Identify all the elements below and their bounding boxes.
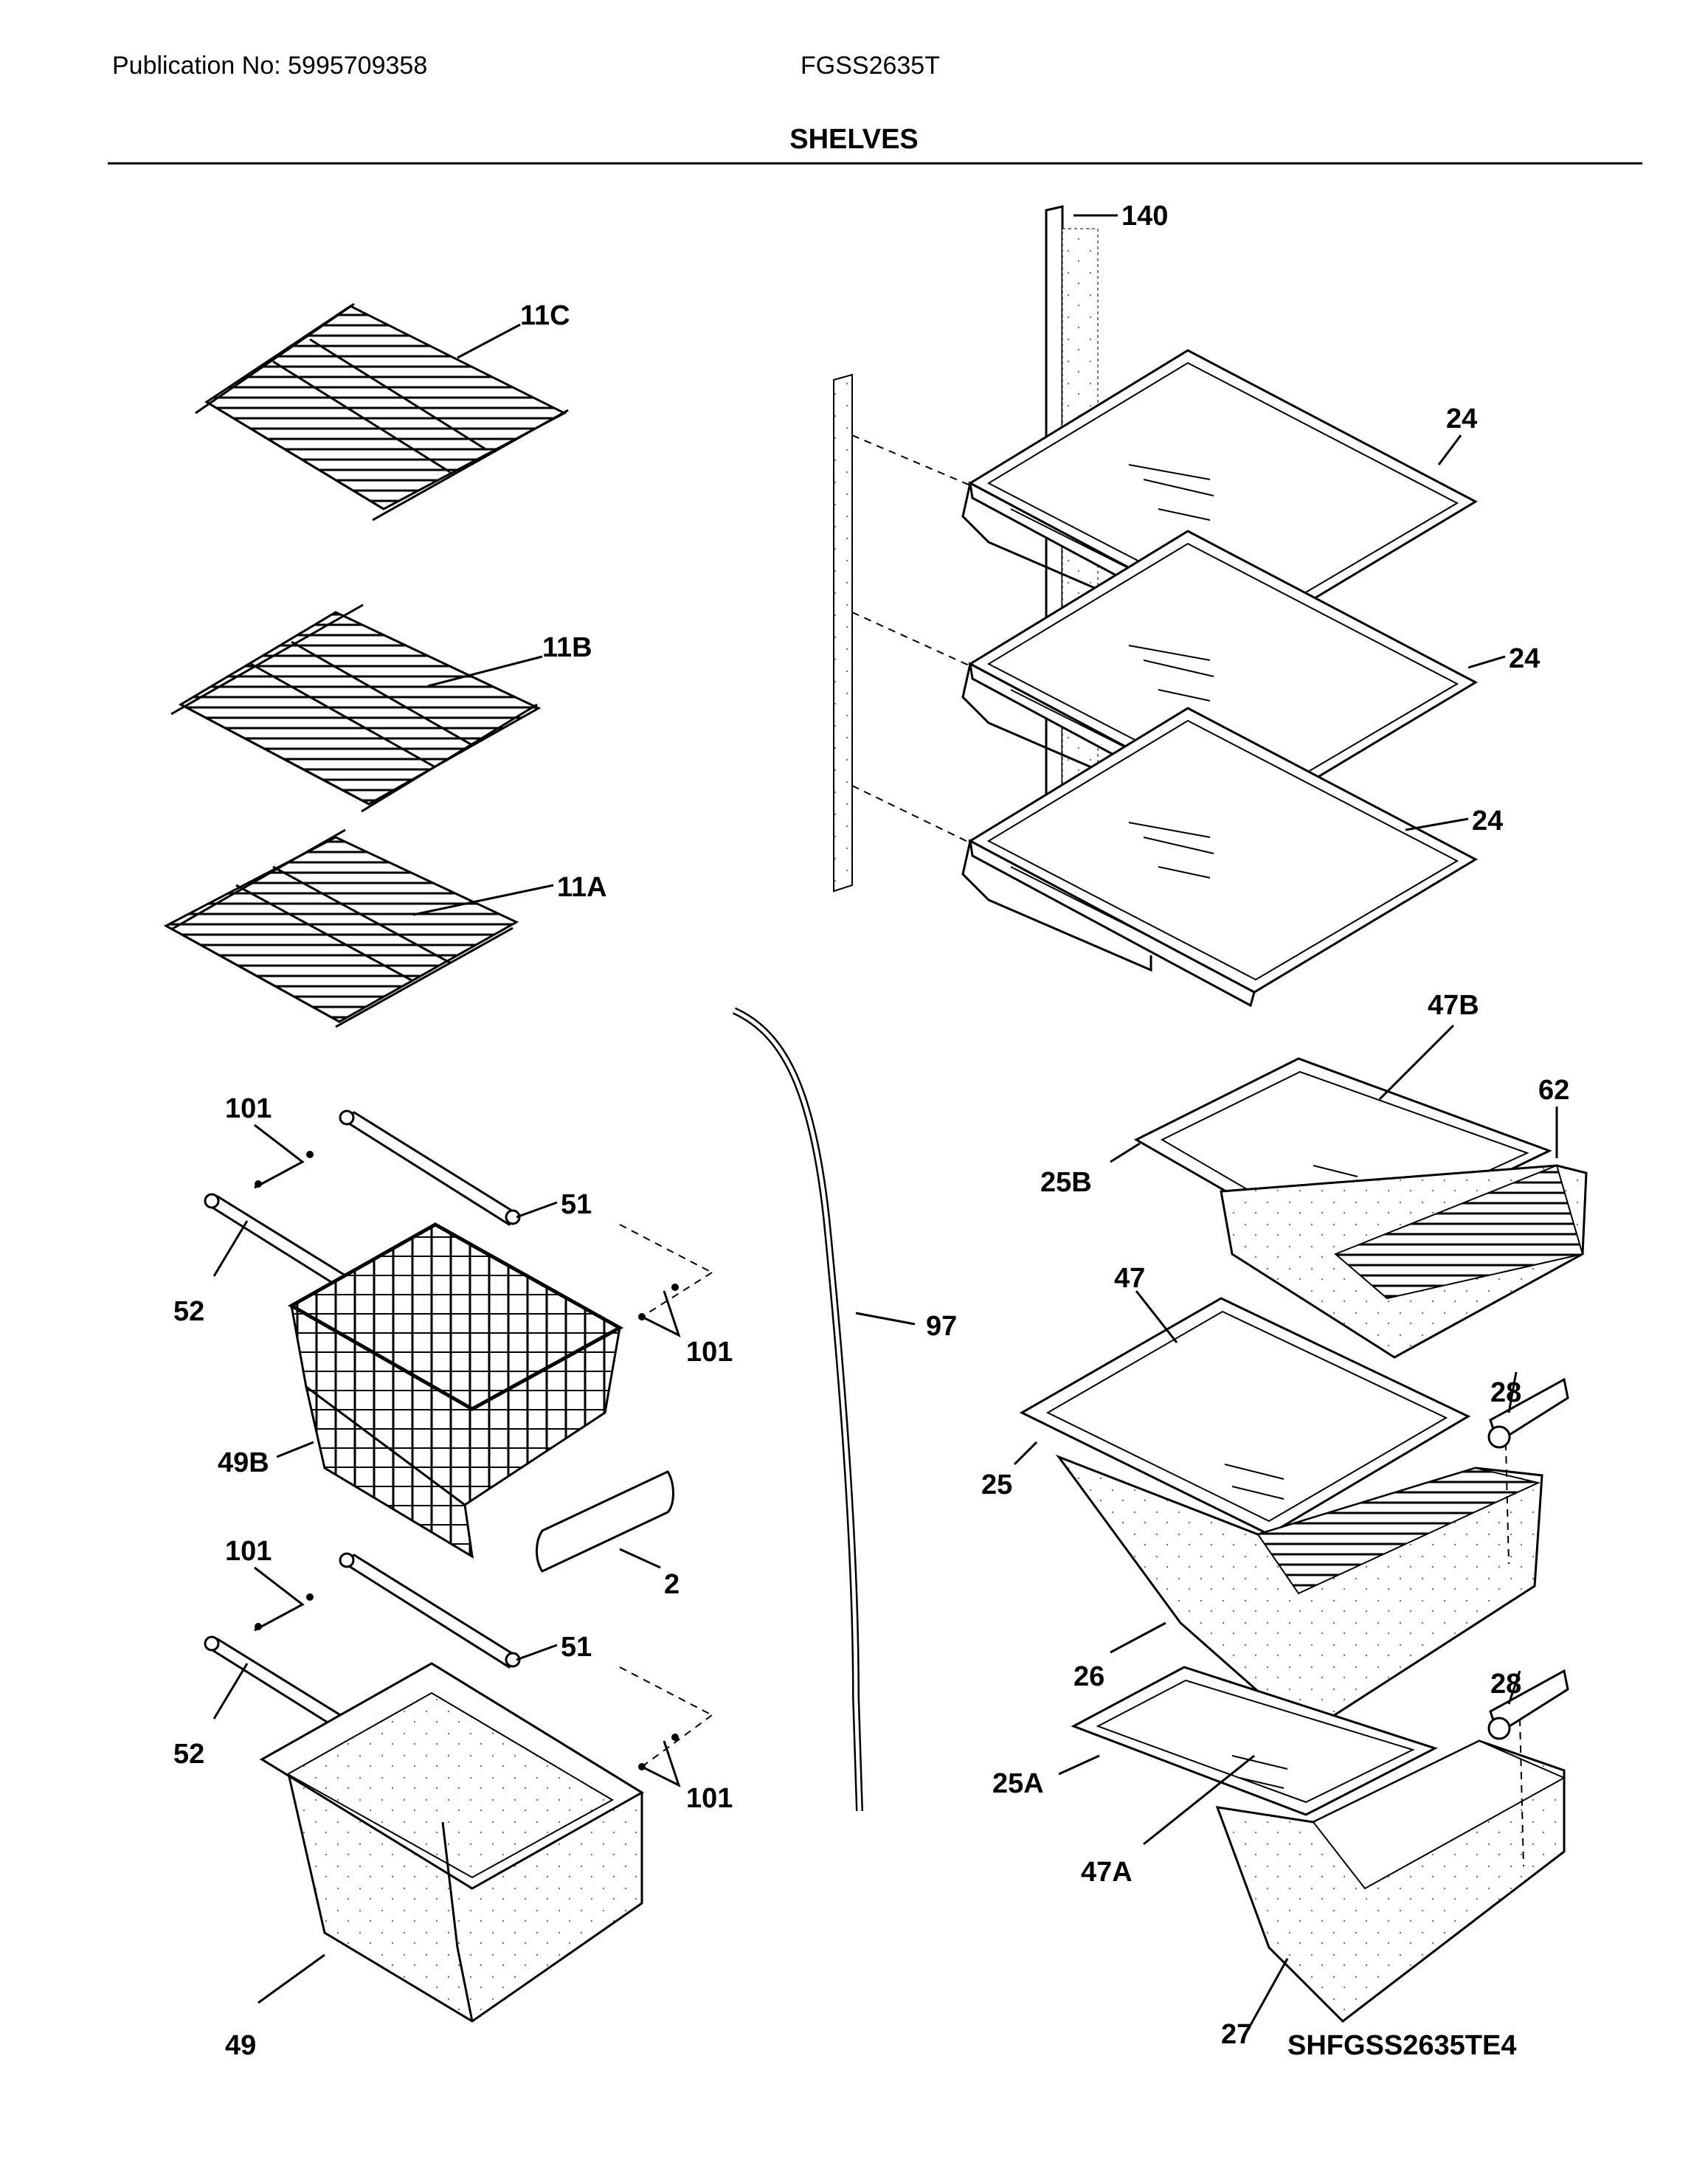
wire-shelf-11A xyxy=(163,828,519,1028)
crisper-drawer-26 xyxy=(1055,1416,1543,1735)
header-rule xyxy=(108,162,1642,165)
drawer-clip-28-upper xyxy=(1487,1377,1569,1449)
callout-140: 140 xyxy=(1121,201,1168,232)
callout-97: 97 xyxy=(926,1311,957,1342)
callout-101-upper-left: 101 xyxy=(225,1093,272,1124)
callout-25A: 25A xyxy=(992,1768,1044,1799)
freezer-bin-49 xyxy=(259,1662,644,2023)
wire-shelf-11B xyxy=(170,603,542,813)
callout-28-lower: 28 xyxy=(1490,1669,1521,1700)
callout-101-lower-right: 101 xyxy=(686,1783,733,1814)
section-title: SHELVES xyxy=(789,124,919,155)
callout-11A: 11A xyxy=(557,872,607,903)
callout-11C: 11C xyxy=(520,300,570,331)
wire-basket-49B xyxy=(287,1222,624,1559)
callout-47B: 47B xyxy=(1428,990,1479,1021)
callout-28-upper: 28 xyxy=(1490,1377,1521,1408)
callout-62: 62 xyxy=(1538,1075,1569,1106)
callout-25B: 25B xyxy=(1040,1167,1092,1198)
crisper-drawer-27 xyxy=(1215,1718,1566,2023)
wire-shelf-11C xyxy=(195,302,569,522)
callout-2: 2 xyxy=(664,1569,680,1600)
slide-rail-51-upper xyxy=(339,1109,521,1227)
callout-101-upper-right: 101 xyxy=(686,1337,733,1368)
callout-24-middle: 24 xyxy=(1509,643,1540,674)
callout-11B: 11B xyxy=(542,632,592,663)
drain-tube-97 xyxy=(732,1007,863,1812)
callout-27: 27 xyxy=(1221,2019,1252,2050)
crisper-cover-25 xyxy=(1019,1297,1471,1536)
callout-26: 26 xyxy=(1073,1661,1104,1692)
publication-number: Publication No: 5995709358 xyxy=(112,52,428,80)
basket-cover-2 xyxy=(536,1470,674,1573)
slide-rail-51-lower xyxy=(339,1552,521,1669)
model-number: FGSS2635T xyxy=(801,52,940,80)
callout-49: 49 xyxy=(225,2030,256,2061)
diagram-id: SHFGSS2635TE4 xyxy=(1287,2030,1516,2061)
drawer-clip-28-lower xyxy=(1487,1669,1569,1740)
callout-52-upper: 52 xyxy=(173,1296,204,1327)
crisper-drawer-62 xyxy=(1220,1164,1588,1359)
leader-lines xyxy=(212,214,1558,2026)
callout-52-lower: 52 xyxy=(173,1739,204,1770)
callout-24-top: 24 xyxy=(1446,404,1477,434)
callout-47A: 47A xyxy=(1081,1857,1133,1888)
callout-47: 47 xyxy=(1114,1263,1145,1294)
callout-49B: 49B xyxy=(218,1447,269,1478)
crisper-cover-25A xyxy=(1071,1666,1438,1816)
callout-51-lower: 51 xyxy=(561,1632,592,1663)
callout-101-lower-left: 101 xyxy=(225,1536,272,1567)
callout-24-bottom: 24 xyxy=(1472,806,1503,837)
callout-51-upper: 51 xyxy=(561,1189,592,1220)
callout-25: 25 xyxy=(981,1469,1012,1500)
glass-shelf-24-bottom xyxy=(851,707,1479,1008)
